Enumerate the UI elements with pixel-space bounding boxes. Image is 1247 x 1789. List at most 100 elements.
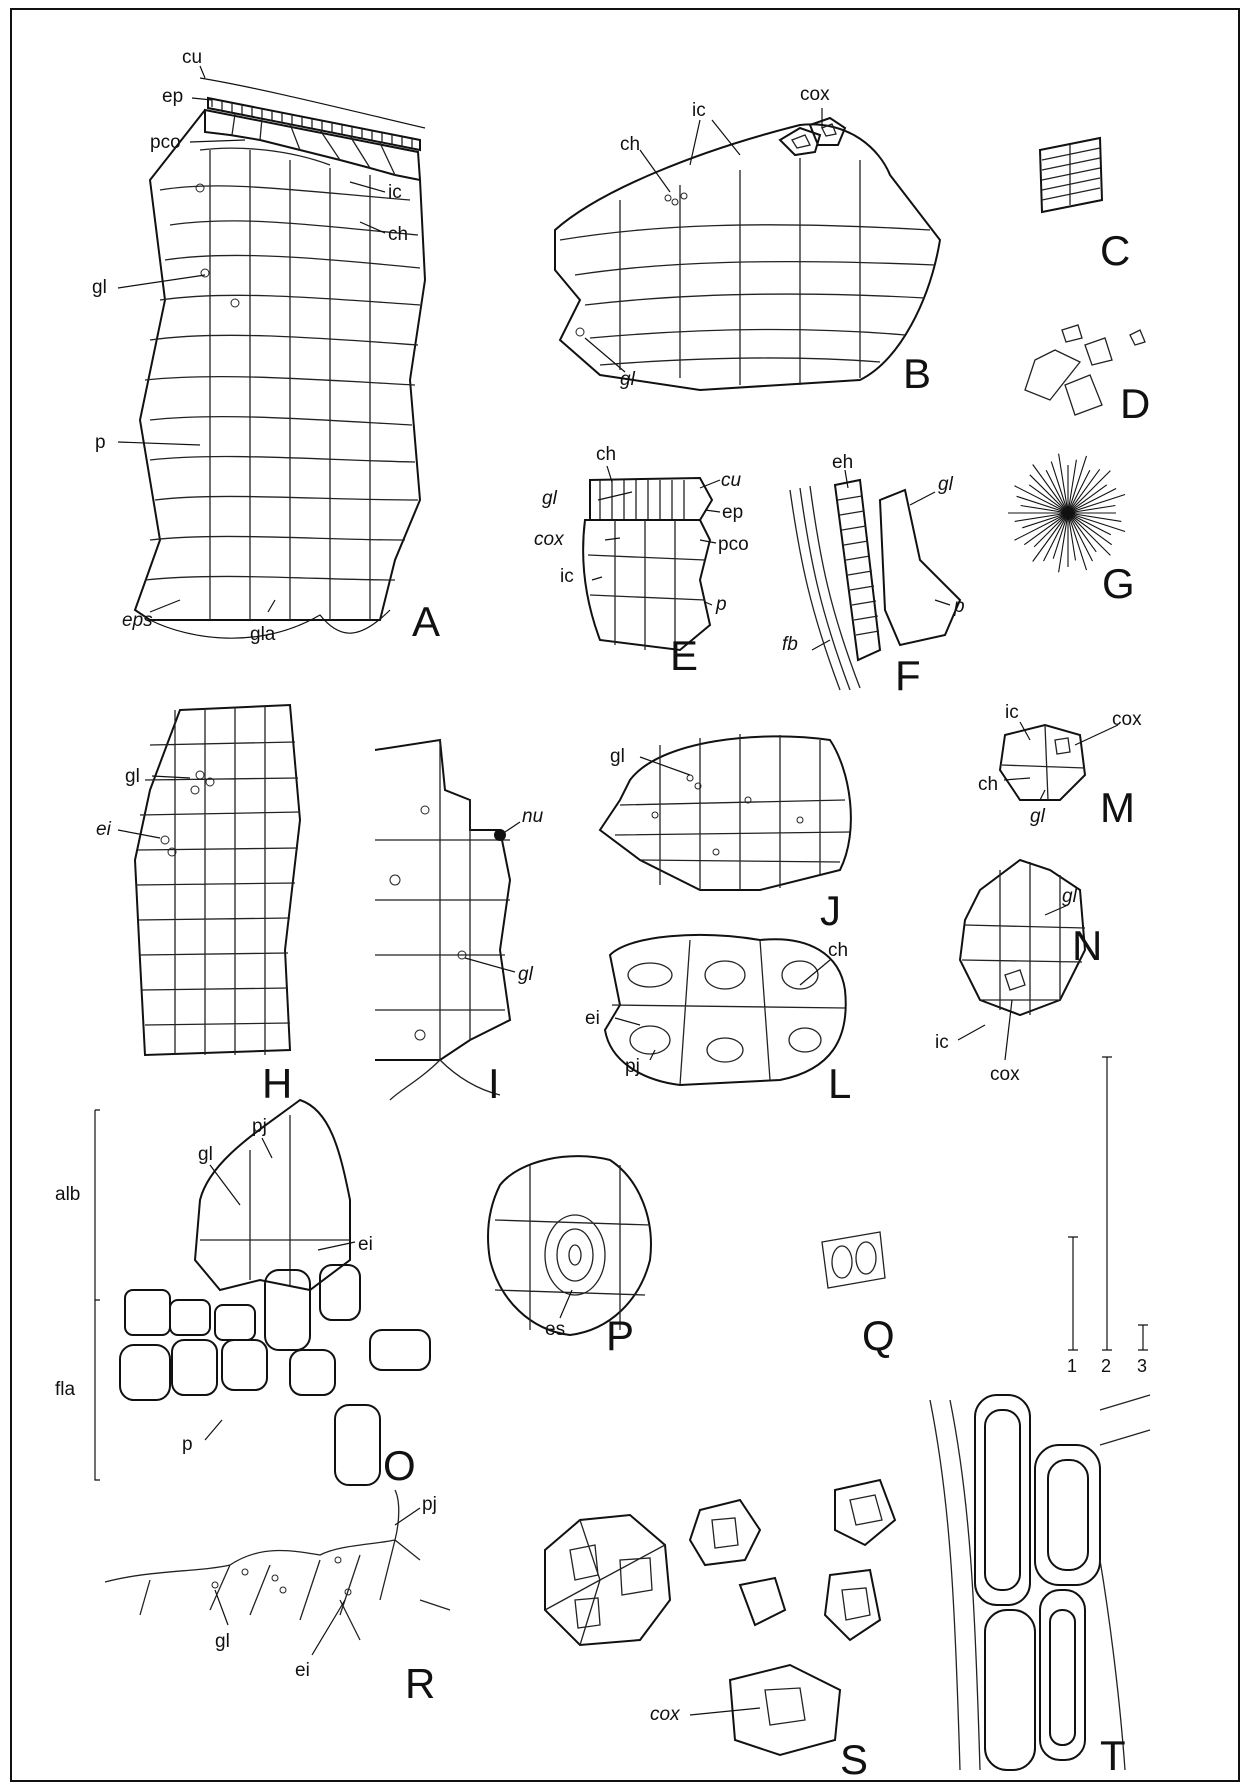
t-left-fibres bbox=[930, 1400, 980, 1770]
s-cell-2 bbox=[690, 1500, 760, 1565]
label-a-eps: eps bbox=[122, 610, 153, 631]
f-vessel-thickenings bbox=[838, 496, 879, 635]
label-a-gla: gla bbox=[250, 624, 276, 645]
label-m-gl: gl bbox=[1030, 806, 1046, 827]
label-n-cox: cox bbox=[990, 1064, 1020, 1085]
parenchyma-rows bbox=[145, 148, 420, 580]
s-crystal-2 bbox=[712, 1518, 738, 1548]
label-e-cu: cu bbox=[721, 470, 742, 491]
t-fibre-3 bbox=[985, 1610, 1035, 1770]
label-f-p: p bbox=[953, 596, 965, 617]
panel-p-leaders bbox=[560, 1290, 572, 1318]
panel-t-fibres bbox=[930, 1395, 1150, 1770]
label-f-eh: eh bbox=[832, 452, 853, 473]
o-alb-bracket bbox=[95, 1110, 100, 1300]
panel-b-section bbox=[555, 108, 940, 390]
j-grid bbox=[615, 734, 850, 890]
panel-label-j: J bbox=[820, 887, 841, 934]
label-a-p: p bbox=[95, 432, 106, 453]
s-crystal-3 bbox=[850, 1495, 882, 1525]
s-crystal-6 bbox=[765, 1688, 805, 1725]
label-a-ch: ch bbox=[388, 224, 408, 245]
n-grid bbox=[962, 862, 1085, 1015]
label-i-nu: nu bbox=[522, 806, 544, 827]
label-e-ic: ic bbox=[560, 566, 574, 587]
label-r-gl: gl bbox=[215, 1631, 230, 1652]
i-base bbox=[390, 1060, 500, 1100]
h-grid bbox=[136, 706, 300, 1055]
d-crystal-2 bbox=[1085, 338, 1112, 365]
palisade-walls bbox=[232, 114, 395, 175]
label-j-gl: gl bbox=[610, 746, 625, 767]
druse-ray bbox=[1068, 469, 1100, 513]
s-cell-group-1-walls bbox=[545, 1520, 665, 1645]
n-outline bbox=[960, 860, 1085, 1015]
label-f-fb: fb bbox=[782, 634, 798, 655]
s-cell-6 bbox=[730, 1665, 840, 1755]
panel-b-outline bbox=[555, 124, 940, 390]
label-o-gl: gl bbox=[198, 1144, 213, 1165]
m-crystal bbox=[1055, 738, 1070, 754]
label-b-cox: cox bbox=[800, 84, 830, 105]
scale-label-3: 3 bbox=[1137, 1356, 1147, 1376]
label-p-es: es bbox=[545, 1319, 565, 1340]
panel-j-leaders bbox=[640, 757, 690, 775]
panel-label-t: T bbox=[1100, 1732, 1126, 1779]
panel-i-leaders bbox=[465, 822, 520, 972]
druse-ray bbox=[1029, 485, 1068, 513]
o-upper-walls bbox=[200, 1115, 350, 1285]
label-o-pj: pj bbox=[252, 1116, 267, 1137]
panel-f-vascular bbox=[790, 470, 960, 690]
panel-label-g: G bbox=[1102, 560, 1135, 607]
druse-ray bbox=[1024, 513, 1068, 545]
panel-l-section bbox=[605, 935, 846, 1085]
label-e-pco: pco bbox=[718, 534, 749, 555]
panel-label-o: O bbox=[383, 1442, 416, 1489]
panel-label-i: I bbox=[488, 1060, 500, 1107]
label-r-ei: ei bbox=[295, 1660, 310, 1681]
panel-s-leaders bbox=[690, 1708, 760, 1715]
label-n-ic: ic bbox=[935, 1032, 949, 1053]
label-n-gl: gl bbox=[1062, 886, 1078, 907]
label-a-pco: pco bbox=[150, 132, 181, 153]
druse-ray bbox=[1068, 485, 1107, 513]
d-crystal-4 bbox=[1025, 350, 1080, 400]
panel-r-section bbox=[105, 1490, 450, 1655]
f-vessel bbox=[835, 480, 880, 660]
s-cell-4 bbox=[740, 1578, 785, 1625]
label-e-cox: cox bbox=[534, 529, 565, 550]
t-fibre-2 bbox=[1035, 1445, 1100, 1585]
e-body bbox=[583, 520, 710, 650]
a-cell-gl3 bbox=[231, 299, 239, 307]
panel-label-r: R bbox=[405, 1660, 435, 1707]
panel-s-crystal-cells bbox=[545, 1480, 895, 1755]
label-o-ei: ei bbox=[358, 1234, 373, 1255]
panel-j-section bbox=[600, 734, 851, 890]
h-outline bbox=[135, 705, 300, 1055]
panel-b-columns bbox=[620, 158, 860, 385]
b-gl bbox=[576, 328, 584, 336]
panel-label-s: S bbox=[840, 1736, 868, 1783]
s-cell-5 bbox=[825, 1570, 880, 1640]
e-upper-layer bbox=[590, 478, 712, 520]
label-l-pj: pj bbox=[625, 1056, 640, 1077]
scale-bar-2 bbox=[1102, 1057, 1112, 1350]
t-right-walls bbox=[1100, 1395, 1150, 1770]
c-vessel-striations bbox=[1042, 145, 1100, 205]
panel-e-section bbox=[583, 466, 720, 650]
panel-g-druse bbox=[1008, 454, 1125, 573]
label-f-gl: gl bbox=[938, 474, 954, 495]
i-walls bbox=[375, 740, 510, 1060]
s-crystals-1 bbox=[570, 1545, 652, 1628]
panel-l-leaders bbox=[615, 960, 830, 1060]
p-outline bbox=[488, 1156, 651, 1335]
panel-o-section bbox=[95, 1100, 430, 1485]
o-fla-bracket bbox=[95, 1300, 100, 1480]
label-a-gl: gl bbox=[92, 277, 107, 298]
t-fibre-2-lumen bbox=[1048, 1460, 1088, 1570]
panel-label-h: H bbox=[262, 1060, 292, 1107]
label-o-p: p bbox=[182, 1434, 193, 1455]
panel-label-a: A bbox=[412, 598, 440, 645]
panel-f-leaders bbox=[812, 470, 950, 650]
